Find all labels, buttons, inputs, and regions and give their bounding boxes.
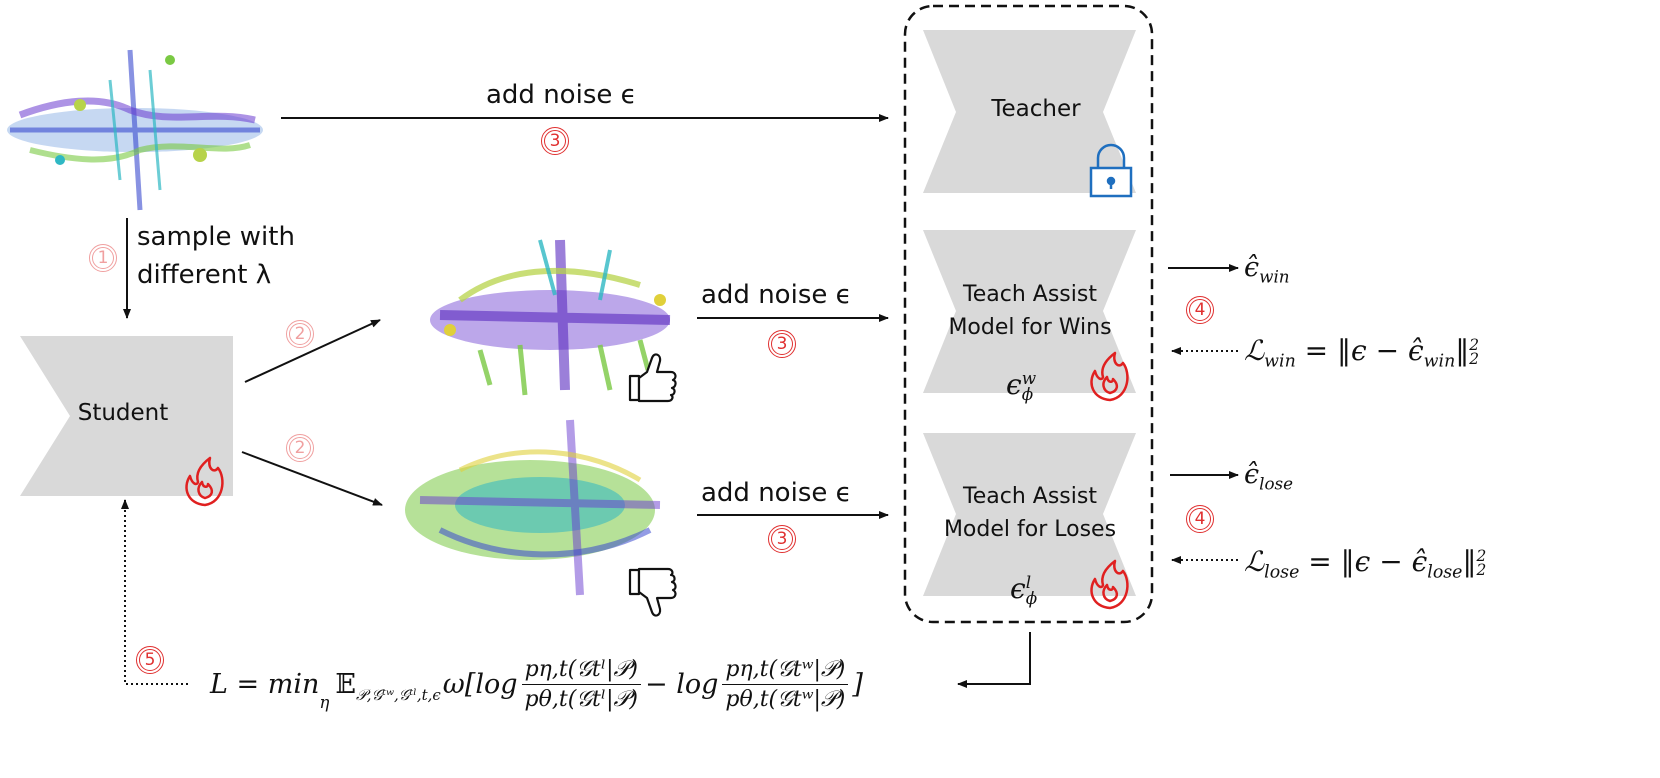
main-loss-formula: L = min η 𝔼 𝒫,𝒢ᵗʷ,𝒢ᵗˡ,t,ϵ ω[log pη,t(𝒢tˡ… — [210, 642, 863, 726]
main-loss-minus: − log — [644, 668, 719, 700]
frac-lose-num: pη,t(𝒢tˡ|𝒫) — [521, 657, 641, 685]
step-2-marker-win: 2 — [286, 320, 314, 348]
loss-win-tail: ‖ — [1455, 334, 1470, 367]
step-4-marker-win: 4 — [1186, 296, 1214, 324]
step-3-marker-top: 3 — [541, 127, 569, 155]
arrow-loss-to-student — [121, 499, 188, 685]
frac-win-num: pη,t(𝒢tʷ|𝒫) — [722, 657, 849, 685]
eps-hat-lose-sub: lose — [1259, 473, 1294, 494]
teacher-block — [923, 30, 1136, 193]
loss-win-norm-sub: 2 — [1469, 349, 1480, 368]
main-loss-expectation: 𝔼 — [335, 668, 356, 700]
lose-point-cloud — [405, 419, 661, 596]
ta-win-block — [923, 230, 1136, 393]
main-loss-min-sub: η — [319, 692, 330, 712]
arrow-student-to-win — [244, 319, 381, 383]
add-noise-label-top: add noise ϵ — [486, 80, 637, 110]
eps-hat-win-base: ϵ̂ — [1244, 252, 1260, 283]
thumbs-up-icon — [628, 353, 677, 403]
eps-phi-w-sub: ϕ — [1021, 383, 1034, 404]
main-loss-prefix: L = min — [210, 668, 320, 700]
frac-lose-den: pθ,t(𝒢tˡ|𝒫) — [524, 686, 638, 712]
eps-hat-win: ϵ̂win — [1244, 252, 1290, 286]
step-1-marker: 1 — [89, 244, 117, 272]
teacher-group-box — [903, 4, 1154, 624]
loss-win-rhs: = ‖ϵ − ϵ̂ — [1304, 334, 1424, 367]
sample-label-line2: different λ — [137, 260, 272, 290]
main-loss-omega: ω[log — [442, 668, 518, 700]
add-noise-label-lose: add noise ϵ — [701, 478, 852, 508]
loss-win-lhs: ℒ — [1244, 334, 1265, 367]
ta-win-label-line1: Teach Assist — [963, 282, 1097, 307]
ta-lose-label-line2: Model for Loses — [943, 517, 1117, 542]
ta-win-label-line2: Model for Wins — [948, 315, 1112, 340]
lock-icon — [1089, 143, 1133, 198]
loss-lose-lhs-sub: lose — [1264, 562, 1300, 583]
flame-icon — [185, 456, 224, 507]
main-loss-expectation-sub: 𝒫,𝒢ᵗʷ,𝒢ᵗˡ,t,ϵ — [355, 686, 441, 704]
ta-lose-block — [923, 433, 1136, 596]
flame-icon — [1090, 351, 1129, 402]
step-5-marker: 5 — [136, 646, 164, 674]
loss-win-norm-sup: 2 — [1469, 335, 1480, 354]
ta-lose-label-line1: Teach Assist — [963, 484, 1097, 509]
eps-phi-l-sub: ϕ — [1025, 587, 1038, 608]
input-point-cloud — [7, 49, 263, 211]
eps-hat-win-sub: win — [1259, 266, 1290, 287]
main-loss-frac-lose: pη,t(𝒢tˡ|𝒫) pθ,t(𝒢tˡ|𝒫) — [521, 657, 641, 712]
eps-phi-w-sup: w — [1021, 368, 1037, 389]
thumbs-down-icon — [628, 567, 677, 617]
loss-lose-norm-sub: 2 — [1476, 560, 1487, 579]
main-loss-frac-win: pη,t(𝒢tʷ|𝒫) pθ,t(𝒢tʷ|𝒫) — [722, 657, 849, 712]
loss-lose-rhs: = ‖ϵ − ϵ̂ — [1308, 545, 1428, 578]
teacher-label: Teacher — [991, 96, 1081, 122]
loss-lose-norm-sup: 2 — [1476, 546, 1487, 565]
sample-label-line1: sample with — [137, 222, 295, 252]
loss-lose-rhs-sub: lose — [1427, 562, 1463, 583]
eps-hat-lose-base: ϵ̂ — [1244, 459, 1260, 490]
step-3-marker-win: 3 — [768, 330, 796, 358]
step-4-marker-lose: 4 — [1186, 505, 1214, 533]
student-block — [20, 336, 233, 496]
loss-win-rhs-sub: win — [1423, 351, 1456, 372]
student-label: Student — [77, 400, 169, 426]
loss-lose-lhs: ℒ — [1244, 545, 1265, 578]
step-2-marker-lose: 2 — [286, 434, 314, 462]
loss-lose-tail: ‖ — [1462, 545, 1477, 578]
add-noise-label-win: add noise ϵ — [701, 280, 852, 310]
eps-phi-l-sup: l — [1025, 572, 1032, 593]
loss-win-lhs-sub: win — [1264, 351, 1296, 372]
eps-phi-w-base: ϵ — [1006, 368, 1022, 401]
arrow-student-to-lose — [241, 451, 383, 506]
eps-phi-l-base: ϵ — [1010, 572, 1026, 605]
arrow-ta-to-loss — [957, 632, 1031, 688]
main-loss-close: ] — [852, 668, 863, 700]
win-point-cloud — [430, 239, 671, 396]
eps-hat-lose: ϵ̂lose — [1244, 459, 1293, 493]
frac-win-den: pθ,t(𝒢tʷ|𝒫) — [725, 686, 846, 712]
step-3-marker-lose: 3 — [768, 525, 796, 553]
flame-icon — [1090, 559, 1129, 610]
